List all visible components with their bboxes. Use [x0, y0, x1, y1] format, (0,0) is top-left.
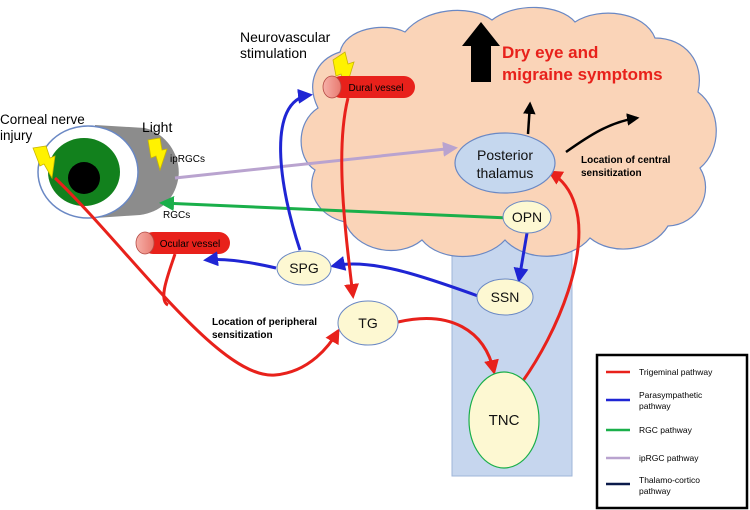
- spg-ocular-vessel-arrow: [203, 251, 277, 270]
- dural-vessel-tg-arrow: [340, 97, 360, 299]
- central-sensitization-line2: sensitization: [581, 168, 642, 179]
- brain-cloud: [300, 6, 717, 257]
- lightning-bolt-icon: [32, 145, 56, 180]
- opn-label: OPN: [512, 209, 542, 225]
- cornea-tg-arrow: [53, 176, 340, 377]
- legend-thalamo-line2: pathway: [639, 486, 671, 496]
- rgc-pathway-arrow: [159, 196, 511, 220]
- corneal-nerve-label-line1: Corneal nerve: [0, 112, 85, 127]
- up-arrow-icon: [462, 22, 500, 82]
- symptoms-label-line1: Dry eye and: [502, 43, 598, 62]
- tg-node: [337, 300, 399, 346]
- opn-ssn-arrow: [513, 232, 529, 283]
- legend-thalamo-line1: Thalamo-cortico: [639, 475, 700, 485]
- legend-iprgc: ipRGC pathway: [639, 453, 699, 463]
- opn-node: [502, 200, 552, 234]
- spg-dural-vessel-arrow: [279, 88, 313, 251]
- iprgcs-label: ipRGCs: [170, 154, 205, 165]
- legend-box: [595, 353, 749, 510]
- posterior-thalamus-line2: thalamus: [477, 165, 534, 181]
- lightning-bolt-icon: [147, 137, 168, 172]
- tg-tnc-arrow: [397, 317, 499, 375]
- dural-vessel-label: Dural vessel: [348, 83, 403, 94]
- legend: Trigeminal pathway Parasympathetic pathw…: [595, 353, 749, 510]
- thalamo-cortico-arrow-right: [565, 113, 640, 154]
- dural-vessel: Dural vessel: [322, 75, 415, 99]
- posterior-thalamus-node: [454, 132, 556, 194]
- neurovascular-label-line2: stimulation: [240, 45, 307, 61]
- neurovascular-label-line1: Neurovascular: [240, 29, 331, 45]
- ssn-node: [476, 278, 534, 316]
- corneal-nerve-label-line2: injury: [0, 128, 33, 143]
- legend-parasympathetic-line2: pathway: [639, 401, 671, 411]
- peripheral-sensitization-line2: sensitization: [212, 330, 273, 341]
- legend-rgc: RGC pathway: [639, 425, 693, 435]
- tnc-label: TNC: [489, 412, 520, 429]
- light-label: Light: [142, 119, 172, 135]
- peripheral-sensitization-line1: Location of peripheral: [212, 317, 317, 328]
- ocular-vessel-label: Ocular vessel: [160, 239, 221, 250]
- posterior-thalamus-line1: Posterior: [477, 147, 533, 163]
- iprgc-pathway-arrow: [174, 141, 458, 180]
- ssn-spg-arrow: [330, 256, 479, 298]
- spg-label: SPG: [289, 260, 319, 276]
- tnc-node: [468, 371, 540, 469]
- tnc-thalamus-arrow: [518, 170, 581, 386]
- ocular-vessel: Ocular vessel: [135, 231, 230, 255]
- legend-parasympathetic-line1: Parasympathetic: [639, 390, 703, 400]
- ssn-label: SSN: [491, 289, 520, 305]
- rgcs-label: RGCs: [163, 210, 190, 221]
- legend-trigeminal: Trigeminal pathway: [639, 367, 713, 377]
- central-sensitization-line1: Location of central: [581, 155, 671, 166]
- symptoms-label-line2: migraine symptoms: [502, 65, 663, 84]
- spg-node: [276, 250, 332, 286]
- thalamo-cortico-arrow-up: [523, 101, 536, 135]
- ocular-vessel-connector: [162, 253, 177, 307]
- tg-label: TG: [358, 315, 377, 331]
